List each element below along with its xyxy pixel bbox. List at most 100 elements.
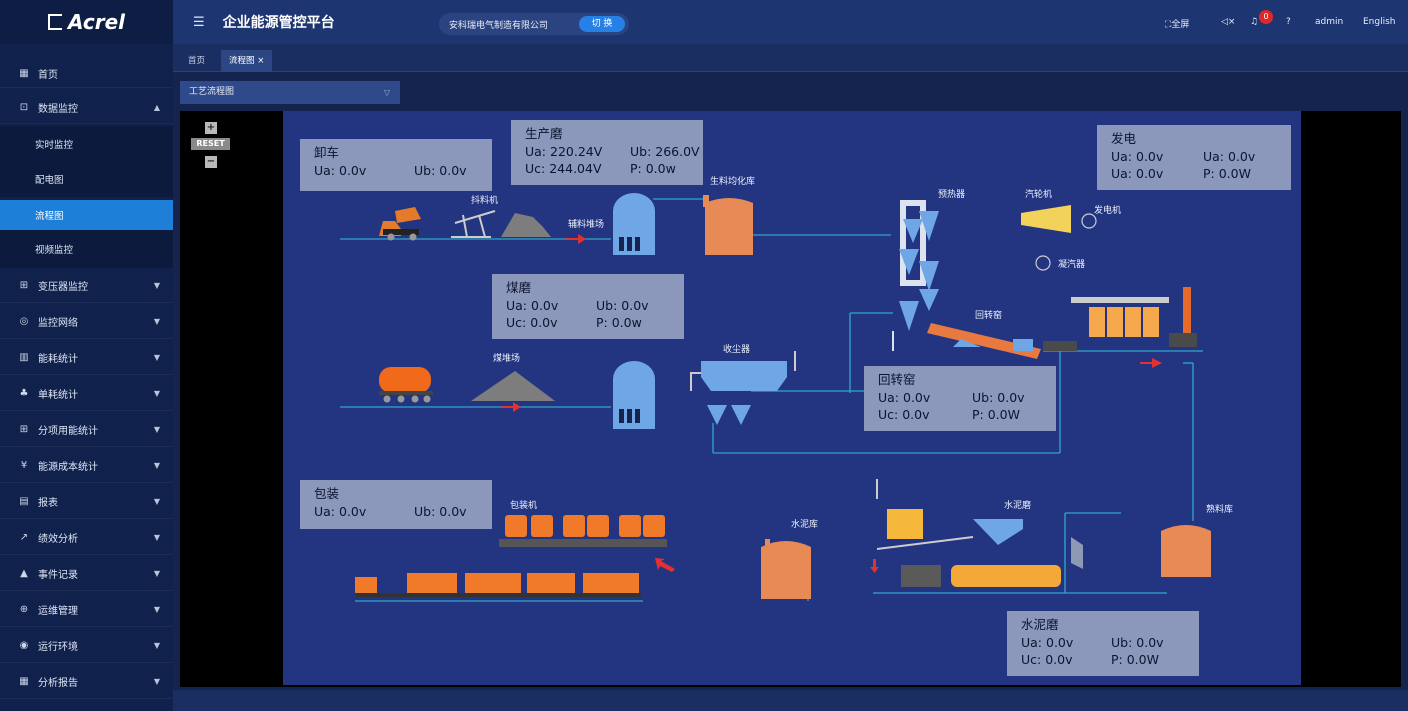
tanker-truck-icon <box>379 367 433 403</box>
clinker-silo <box>1161 525 1211 577</box>
feeder-label: 抖料机 <box>471 196 499 206</box>
coal-mill-building <box>613 361 655 429</box>
chevron-down-icon: ▼ <box>153 281 160 290</box>
help-icon[interactable]: ? <box>1286 17 1291 27</box>
zoom-in-button[interactable]: + <box>205 122 217 134</box>
chevron-down-icon: ▼ <box>153 461 160 470</box>
raw-mill-building <box>613 193 655 255</box>
coin-icon: ¥ <box>20 459 28 471</box>
process-flow-svg <box>340 193 1211 602</box>
preheater-label: 预热器 <box>938 190 966 200</box>
cement-silo-label: 水泥库 <box>791 520 819 530</box>
sub-video[interactable]: 视频监控 <box>0 230 173 268</box>
nav-energy-stats[interactable]: ▥能耗统计▼ <box>0 341 173 375</box>
nav-itemized[interactable]: ⊞分项用能统计▼ <box>0 413 173 447</box>
globe-icon: ⊕ <box>19 603 29 615</box>
notification-badge: 0 <box>1259 10 1273 24</box>
company-selector[interactable]: 安科瑞电气制造有限公司切 换 <box>439 13 629 35</box>
aux-yard-pile <box>501 213 551 237</box>
feeder-icon <box>451 210 496 238</box>
logo: Acrel <box>0 0 173 44</box>
transformer-icon: ⊞ <box>19 279 29 291</box>
fullscreen-button[interactable]: ⛶全屏 <box>1165 20 1190 30</box>
chevron-down-icon: ▼ <box>153 389 160 398</box>
nav-events[interactable]: ▲事件记录▼ <box>0 557 173 591</box>
kiln-icon <box>927 323 1077 359</box>
clinker-silo-label: 熟料库 <box>1206 505 1234 515</box>
menu-fold-icon[interactable]: ☰ <box>193 14 205 30</box>
app-title: 企业能源管控平台 <box>222 15 335 31</box>
preheater-tower <box>892 200 939 351</box>
dust-collector-icon <box>690 351 796 425</box>
nav-analysis[interactable]: ▦分析报告▼ <box>0 665 173 699</box>
document-icon: ▤ <box>19 495 29 507</box>
close-icon[interactable]: × <box>257 56 265 66</box>
nav-performance[interactable]: ↗绩效分析▼ <box>0 521 173 555</box>
warning-icon: ▲ <box>20 567 28 579</box>
user-menu[interactable]: admin <box>1315 17 1344 27</box>
tab-bar: 首页 流程图 × <box>173 44 1408 72</box>
chevron-down-icon: ▽ <box>383 88 390 97</box>
process-selector[interactable]: 工艺流程图▽ <box>180 81 400 104</box>
nav-cost[interactable]: ¥能源成本统计▼ <box>0 449 173 483</box>
nav-environment[interactable]: ◉运行环境▼ <box>0 629 173 663</box>
nav-report[interactable]: ▤报表▼ <box>0 485 173 519</box>
coal-yard-pile <box>471 371 555 401</box>
tab-flowchart[interactable]: 流程图 × <box>221 50 273 72</box>
coal-yard-label: 煤堆场 <box>493 354 521 364</box>
nav-home[interactable]: ▦首页 <box>0 60 173 88</box>
packer-icon <box>499 515 667 547</box>
sub-realtime[interactable]: 实时监控 <box>0 126 173 161</box>
dust-collector-label: 收尘器 <box>723 345 751 355</box>
trend-icon: ↗ <box>19 531 29 543</box>
fullscreen-icon: ⛶ <box>1165 20 1172 30</box>
switch-button[interactable]: 切 换 <box>579 16 625 32</box>
reset-button[interactable]: RESET <box>191 138 230 150</box>
zoom-out-button[interactable]: − <box>205 156 217 168</box>
cement-mill-label: 水泥磨 <box>1004 501 1032 511</box>
turbine-label: 汽轮机 <box>1025 190 1053 200</box>
nav-network[interactable]: ◎监控网络▼ <box>0 305 173 339</box>
tab-home[interactable]: 首页 <box>188 56 206 66</box>
analysis-icon: ▦ <box>19 675 29 687</box>
raw-silo-label: 生料均化库 <box>710 177 756 187</box>
chevron-down-icon: ▼ <box>153 569 160 578</box>
tree-icon: ♣ <box>19 387 29 399</box>
packer-label: 包装机 <box>510 501 538 511</box>
chevron-down-icon: ▼ <box>153 353 160 362</box>
home-icon: ▦ <box>19 67 29 79</box>
chevron-down-icon: ▼ <box>153 317 160 326</box>
footer-bar <box>173 690 1408 711</box>
chevron-down-icon: ▼ <box>153 497 160 506</box>
chevron-down-icon: ▼ <box>153 533 160 542</box>
network-icon: ◎ <box>19 315 29 327</box>
sub-flowchart[interactable]: 流程图 <box>0 200 173 230</box>
chevron-down-icon: ▼ <box>153 677 160 686</box>
nav-maintenance[interactable]: ⊕运维管理▼ <box>0 593 173 627</box>
chevron-down-icon: ▼ <box>153 641 160 650</box>
nav-transformer[interactable]: ⊞变压器监控▼ <box>0 269 173 303</box>
kiln-label: 回转窑 <box>975 311 1003 321</box>
generator-label: 发电机 <box>1094 206 1122 216</box>
bar-chart-icon: ▥ <box>19 351 29 363</box>
bell-icon[interactable]: ♫ <box>1250 17 1259 27</box>
language-switch[interactable]: English <box>1363 17 1396 27</box>
grid-icon: ⊞ <box>19 423 29 435</box>
nav-unit-consumption[interactable]: ♣单耗统计▼ <box>0 377 173 411</box>
mute-icon[interactable]: ◁× <box>1221 17 1236 27</box>
nav-data-monitor[interactable]: ⊡数据监控▲ <box>0 92 173 124</box>
sub-distribution[interactable]: 配电图 <box>0 161 173 197</box>
monitor-icon: ⊡ <box>19 101 29 113</box>
condenser-label: 凝汽器 <box>1058 260 1086 270</box>
circle-icon: ◉ <box>19 639 29 651</box>
top-bar: ☰ 企业能源管控平台 安科瑞电气制造有限公司切 换 ⛶全屏 ◁× ♫ ? adm… <box>173 0 1408 44</box>
